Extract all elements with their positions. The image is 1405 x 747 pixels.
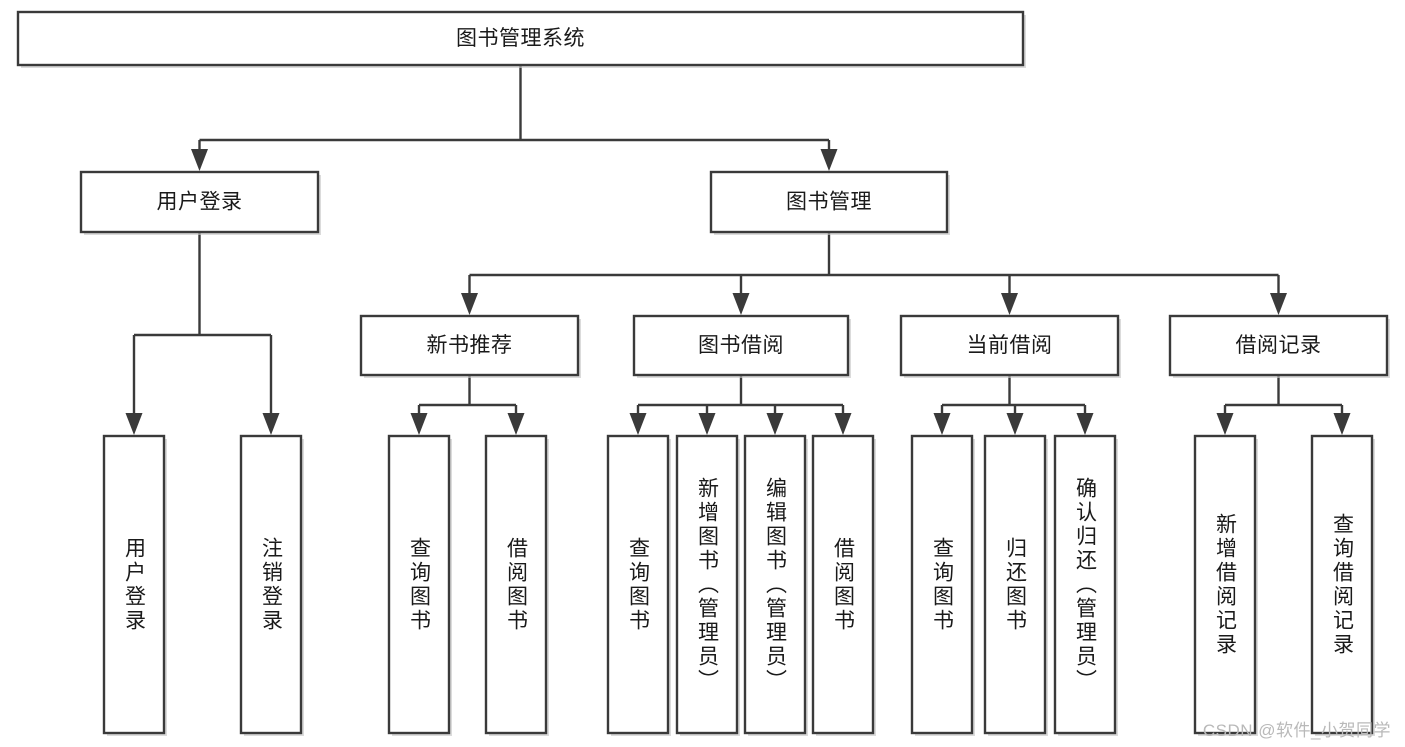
node-label: 图书管理系统 — [456, 27, 585, 50]
arrow-head-icon — [1270, 293, 1287, 315]
arrow-head-icon — [461, 293, 478, 315]
arrow-head-icon — [933, 413, 951, 435]
node-leaf-query-borrow-record[interactable] — [1310, 434, 1375, 736]
node-rect — [1310, 434, 1374, 735]
node-rect — [1193, 434, 1257, 735]
node-rect — [484, 434, 548, 735]
node-label: 新书推荐 — [427, 334, 513, 357]
node-rect — [79, 170, 320, 234]
node-book-borrow[interactable]: 图书借阅 — [632, 314, 851, 378]
node-leaf-borrow-book[interactable] — [811, 434, 876, 736]
node-rect — [359, 314, 580, 377]
node-rect — [606, 434, 670, 735]
node-leaf-add-book[interactable] — [675, 434, 740, 736]
arrow-head-icon — [1076, 413, 1094, 435]
arrow-head-icon — [262, 413, 280, 435]
arrow-head-icon — [191, 149, 208, 171]
node-book-manage[interactable]: 图书管理 — [709, 170, 950, 235]
arrow-head-icon — [834, 413, 852, 435]
node-rect — [387, 434, 451, 735]
node-leaf-borrow-book-rec[interactable] — [484, 434, 549, 736]
node-rect — [743, 434, 807, 735]
node-rect — [632, 314, 850, 377]
node-label: 图书管理 — [786, 191, 872, 214]
node-rect — [102, 434, 166, 735]
node-label: 借阅记录 — [1236, 334, 1322, 357]
csdn-watermark: CSDN @软件_小贺同学 — [1202, 721, 1391, 740]
node-leaf-confirm-return[interactable] — [1053, 434, 1118, 736]
node-rect — [910, 434, 974, 735]
node-leaf-add-borrow-record[interactable] — [1193, 434, 1258, 736]
arrow-head-icon — [1216, 413, 1234, 435]
node-leaf-query-book-current[interactable] — [910, 434, 975, 736]
arrow-head-icon — [1333, 413, 1351, 435]
connector-layer — [125, 65, 1351, 435]
arrow-head-icon — [410, 413, 428, 435]
node-new-book-recommend[interactable]: 新书推荐 — [359, 314, 581, 378]
node-label: 图书借阅 — [698, 334, 784, 357]
node-leaf-edit-book[interactable] — [743, 434, 808, 736]
node-rect — [675, 434, 739, 735]
node-label: 当前借阅 — [967, 334, 1053, 357]
node-rect — [899, 314, 1120, 377]
node-user-login[interactable]: 用户登录 — [79, 170, 321, 235]
node-label: 用户登录 — [157, 191, 243, 214]
node-borrow-record[interactable]: 借阅记录 — [1168, 314, 1390, 378]
arrow-head-icon — [629, 413, 647, 435]
arrow-head-icon — [1001, 293, 1018, 315]
node-rect — [1053, 434, 1117, 735]
node-leaf-user-login[interactable] — [102, 434, 167, 736]
node-rect — [16, 10, 1025, 67]
node-root[interactable]: 图书管理系统 — [16, 10, 1026, 68]
arrow-head-icon — [698, 413, 716, 435]
arrow-head-icon — [766, 413, 784, 435]
node-rect — [709, 170, 949, 234]
node-leaf-query-book-borrow[interactable] — [606, 434, 671, 736]
node-rect — [1168, 314, 1389, 377]
node-rect — [239, 434, 303, 735]
arrow-head-icon — [732, 293, 750, 315]
node-rect — [983, 434, 1047, 735]
node-current-borrow[interactable]: 当前借阅 — [899, 314, 1121, 378]
arrow-head-icon — [125, 413, 143, 435]
node-leaf-return-book[interactable] — [983, 434, 1048, 736]
arrow-head-icon — [820, 149, 838, 171]
arrow-head-icon — [507, 413, 525, 435]
node-leaf-user-logout[interactable] — [239, 434, 304, 736]
node-rect — [811, 434, 875, 735]
node-leaf-query-book-rec[interactable] — [387, 434, 452, 736]
arrow-head-icon — [1006, 413, 1024, 435]
